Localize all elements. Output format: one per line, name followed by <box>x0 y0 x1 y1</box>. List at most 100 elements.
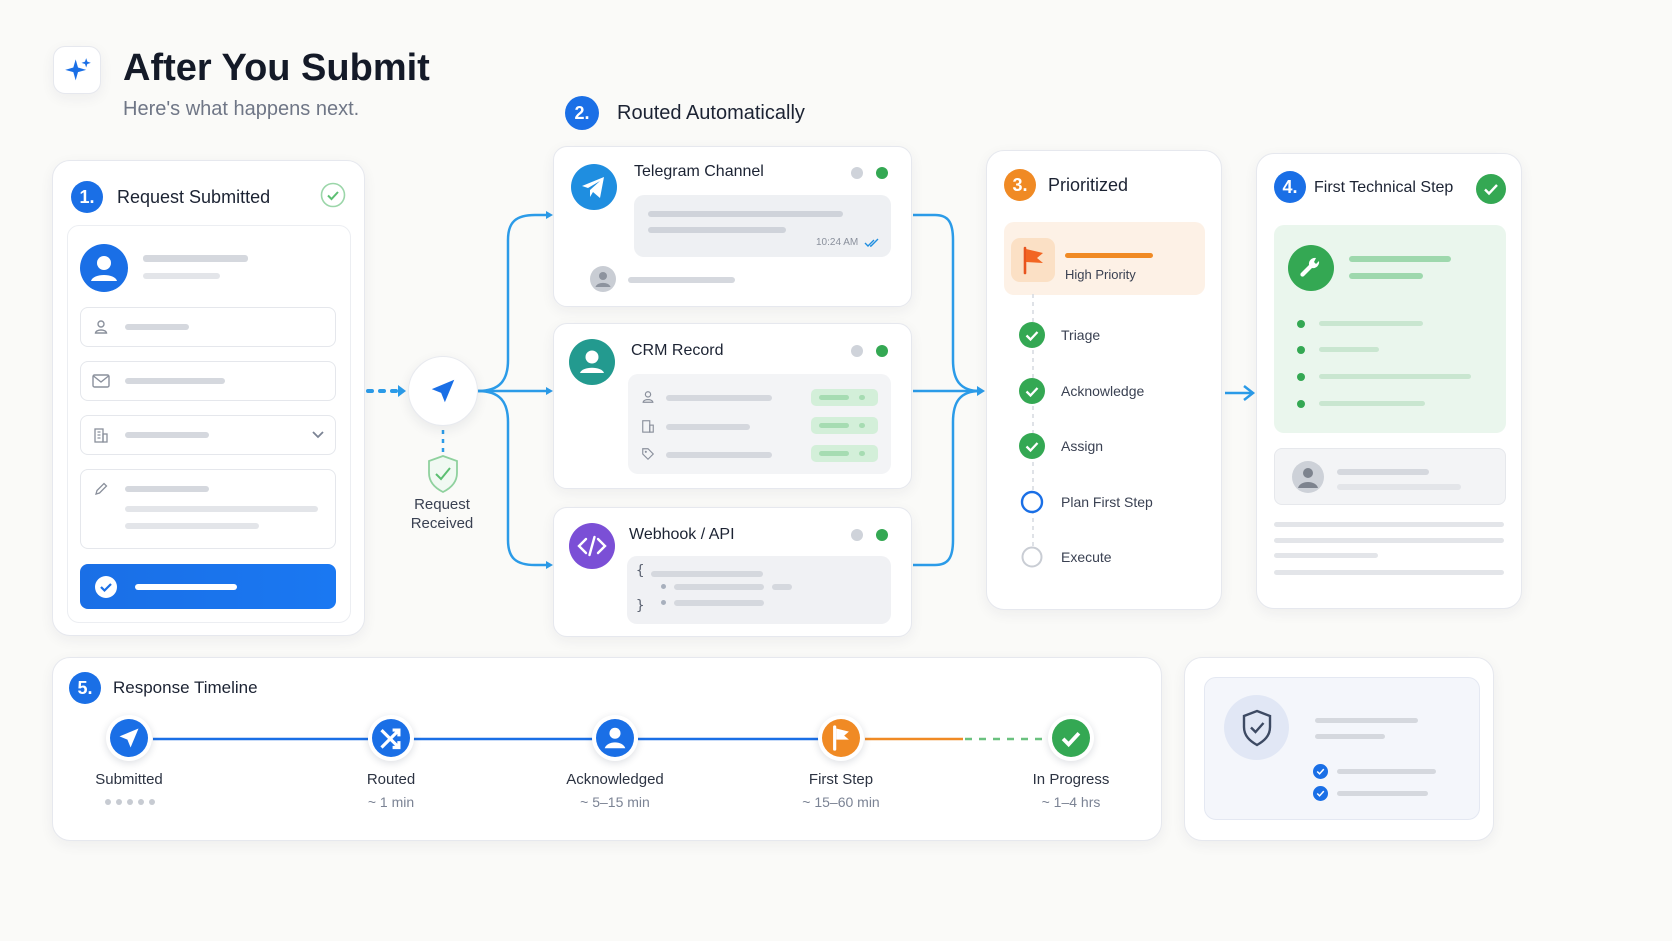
current-step-icon <box>1020 490 1044 513</box>
check-circle-icon <box>1019 377 1045 404</box>
assignee-row <box>1274 448 1506 505</box>
assignee-avatar-icon <box>1292 461 1324 493</box>
check-circle-icon <box>320 182 346 208</box>
step-number-5: 5. <box>69 672 101 704</box>
status-dot-grey <box>851 345 863 357</box>
step-number-1: 1. <box>71 181 103 213</box>
close-brace: } <box>636 598 645 614</box>
shield-icon <box>1242 709 1272 747</box>
building-icon <box>94 428 108 443</box>
chevron-down-icon <box>312 431 324 439</box>
email-field[interactable] <box>80 361 336 401</box>
first-step-title: First Technical Step <box>1314 179 1454 196</box>
timeline-duration: ~ 1 min <box>367 794 415 810</box>
flag-icon <box>822 719 860 757</box>
shield-check-icon <box>428 455 458 494</box>
message-bubble: 10:24 AM <box>634 195 891 257</box>
step-number-3: 3. <box>1004 169 1036 201</box>
security-card <box>1184 657 1494 841</box>
status-dot-grey <box>851 529 863 541</box>
double-check-icon <box>864 238 879 247</box>
tag-icon <box>642 448 655 461</box>
checklist-item: Triage <box>1019 322 1209 350</box>
hub-label: Request Received <box>410 496 474 532</box>
prioritized-title: Prioritized <box>1048 175 1129 195</box>
mail-icon <box>92 374 110 388</box>
submitted-dots <box>105 799 161 807</box>
avatar-icon <box>80 244 128 292</box>
person-icon <box>642 391 654 403</box>
checklist-item-label: Plan First Step <box>1061 493 1153 510</box>
timeline-node <box>368 715 414 761</box>
priority-banner: High Priority <box>1004 222 1205 295</box>
webhook-api-card: Webhook / API { } <box>553 507 912 637</box>
timeline-node <box>592 715 638 761</box>
check-icon <box>1052 719 1090 757</box>
crm-user-icon <box>569 339 615 385</box>
checklist-item-label: Triage <box>1061 327 1101 343</box>
user-avatar-icon <box>590 266 616 292</box>
checklist-item: Execute <box>1019 544 1209 572</box>
building-icon <box>642 420 654 433</box>
submit-button[interactable] <box>80 564 336 609</box>
timeline-track <box>153 737 1049 741</box>
crm-fields-panel <box>628 374 891 474</box>
timeline-node <box>818 715 864 761</box>
status-dot-green <box>876 345 888 357</box>
checklist-item-label: Acknowledge <box>1061 382 1145 399</box>
checklist-connector <box>1032 294 1034 564</box>
timeline-title: Response Timeline <box>113 678 258 697</box>
timeline-label: In Progress <box>1032 771 1110 788</box>
status-dot-green <box>876 529 888 541</box>
timeline-duration: ~ 15–60 min <box>802 794 880 810</box>
timeline-label: Acknowledged <box>566 771 664 788</box>
timeline-label: First Step <box>808 771 874 788</box>
timeline-duration: ~ 5–15 min <box>580 794 650 810</box>
step-number-4: 4. <box>1274 171 1306 203</box>
pending-step-icon <box>1021 546 1043 568</box>
request-submitted-card: 1. Request Submitted <box>52 160 365 636</box>
check-circle-icon <box>1313 786 1328 801</box>
status-dot-grey <box>851 167 863 179</box>
response-timeline-card: 5. Response Timeline Submitted Routed ~ 1 … <box>52 657 1162 841</box>
check-icon <box>95 576 117 598</box>
message-time: 10:24 AM <box>816 237 859 248</box>
security-panel <box>1204 677 1480 820</box>
check-circle-icon <box>1019 322 1045 348</box>
timeline-duration: ~ 1–4 hrs <box>1041 794 1101 810</box>
hub-node <box>408 356 478 426</box>
timeline-label: Routed <box>366 771 416 788</box>
check-circle-icon <box>1476 174 1506 204</box>
checklist-item: Assign <box>1019 433 1209 461</box>
checklist-item-label: Assign <box>1061 438 1104 454</box>
code-panel: { } <box>627 556 891 624</box>
tag-pill <box>811 417 878 434</box>
send-icon <box>431 379 455 403</box>
send-icon <box>110 719 148 757</box>
page-subtitle: Here's what happens next. <box>123 98 360 120</box>
tag-pill <box>811 389 878 406</box>
status-dot-green <box>876 167 888 179</box>
telegram-channel-card: Telegram Channel 10:24 AM <box>553 146 912 307</box>
timeline-label: Submitted <box>95 771 163 788</box>
routed-title: Routed Automatically <box>617 102 805 124</box>
timeline-node <box>106 715 152 761</box>
step-number-2: 2. <box>565 96 599 130</box>
check-circle-icon <box>1313 764 1328 779</box>
first-technical-step-card: 4. First Technical Step <box>1256 153 1522 609</box>
person-icon <box>94 320 108 334</box>
crm-record-card: CRM Record <box>553 323 912 489</box>
request-submitted-title: Request Submitted <box>117 187 271 207</box>
wrench-icon <box>1288 245 1334 291</box>
code-icon <box>569 523 615 569</box>
crm-title: CRM Record <box>631 342 724 359</box>
technical-step-panel <box>1274 225 1506 433</box>
checklist-item: Acknowledge <box>1019 377 1209 406</box>
flag-icon <box>1023 246 1043 275</box>
checklist-item: Plan First Step <box>1019 489 1209 517</box>
name-field[interactable] <box>80 307 336 347</box>
page-title: After You Submit <box>123 47 430 89</box>
webhook-title: Webhook / API <box>629 526 735 543</box>
tag-pill <box>811 445 878 462</box>
